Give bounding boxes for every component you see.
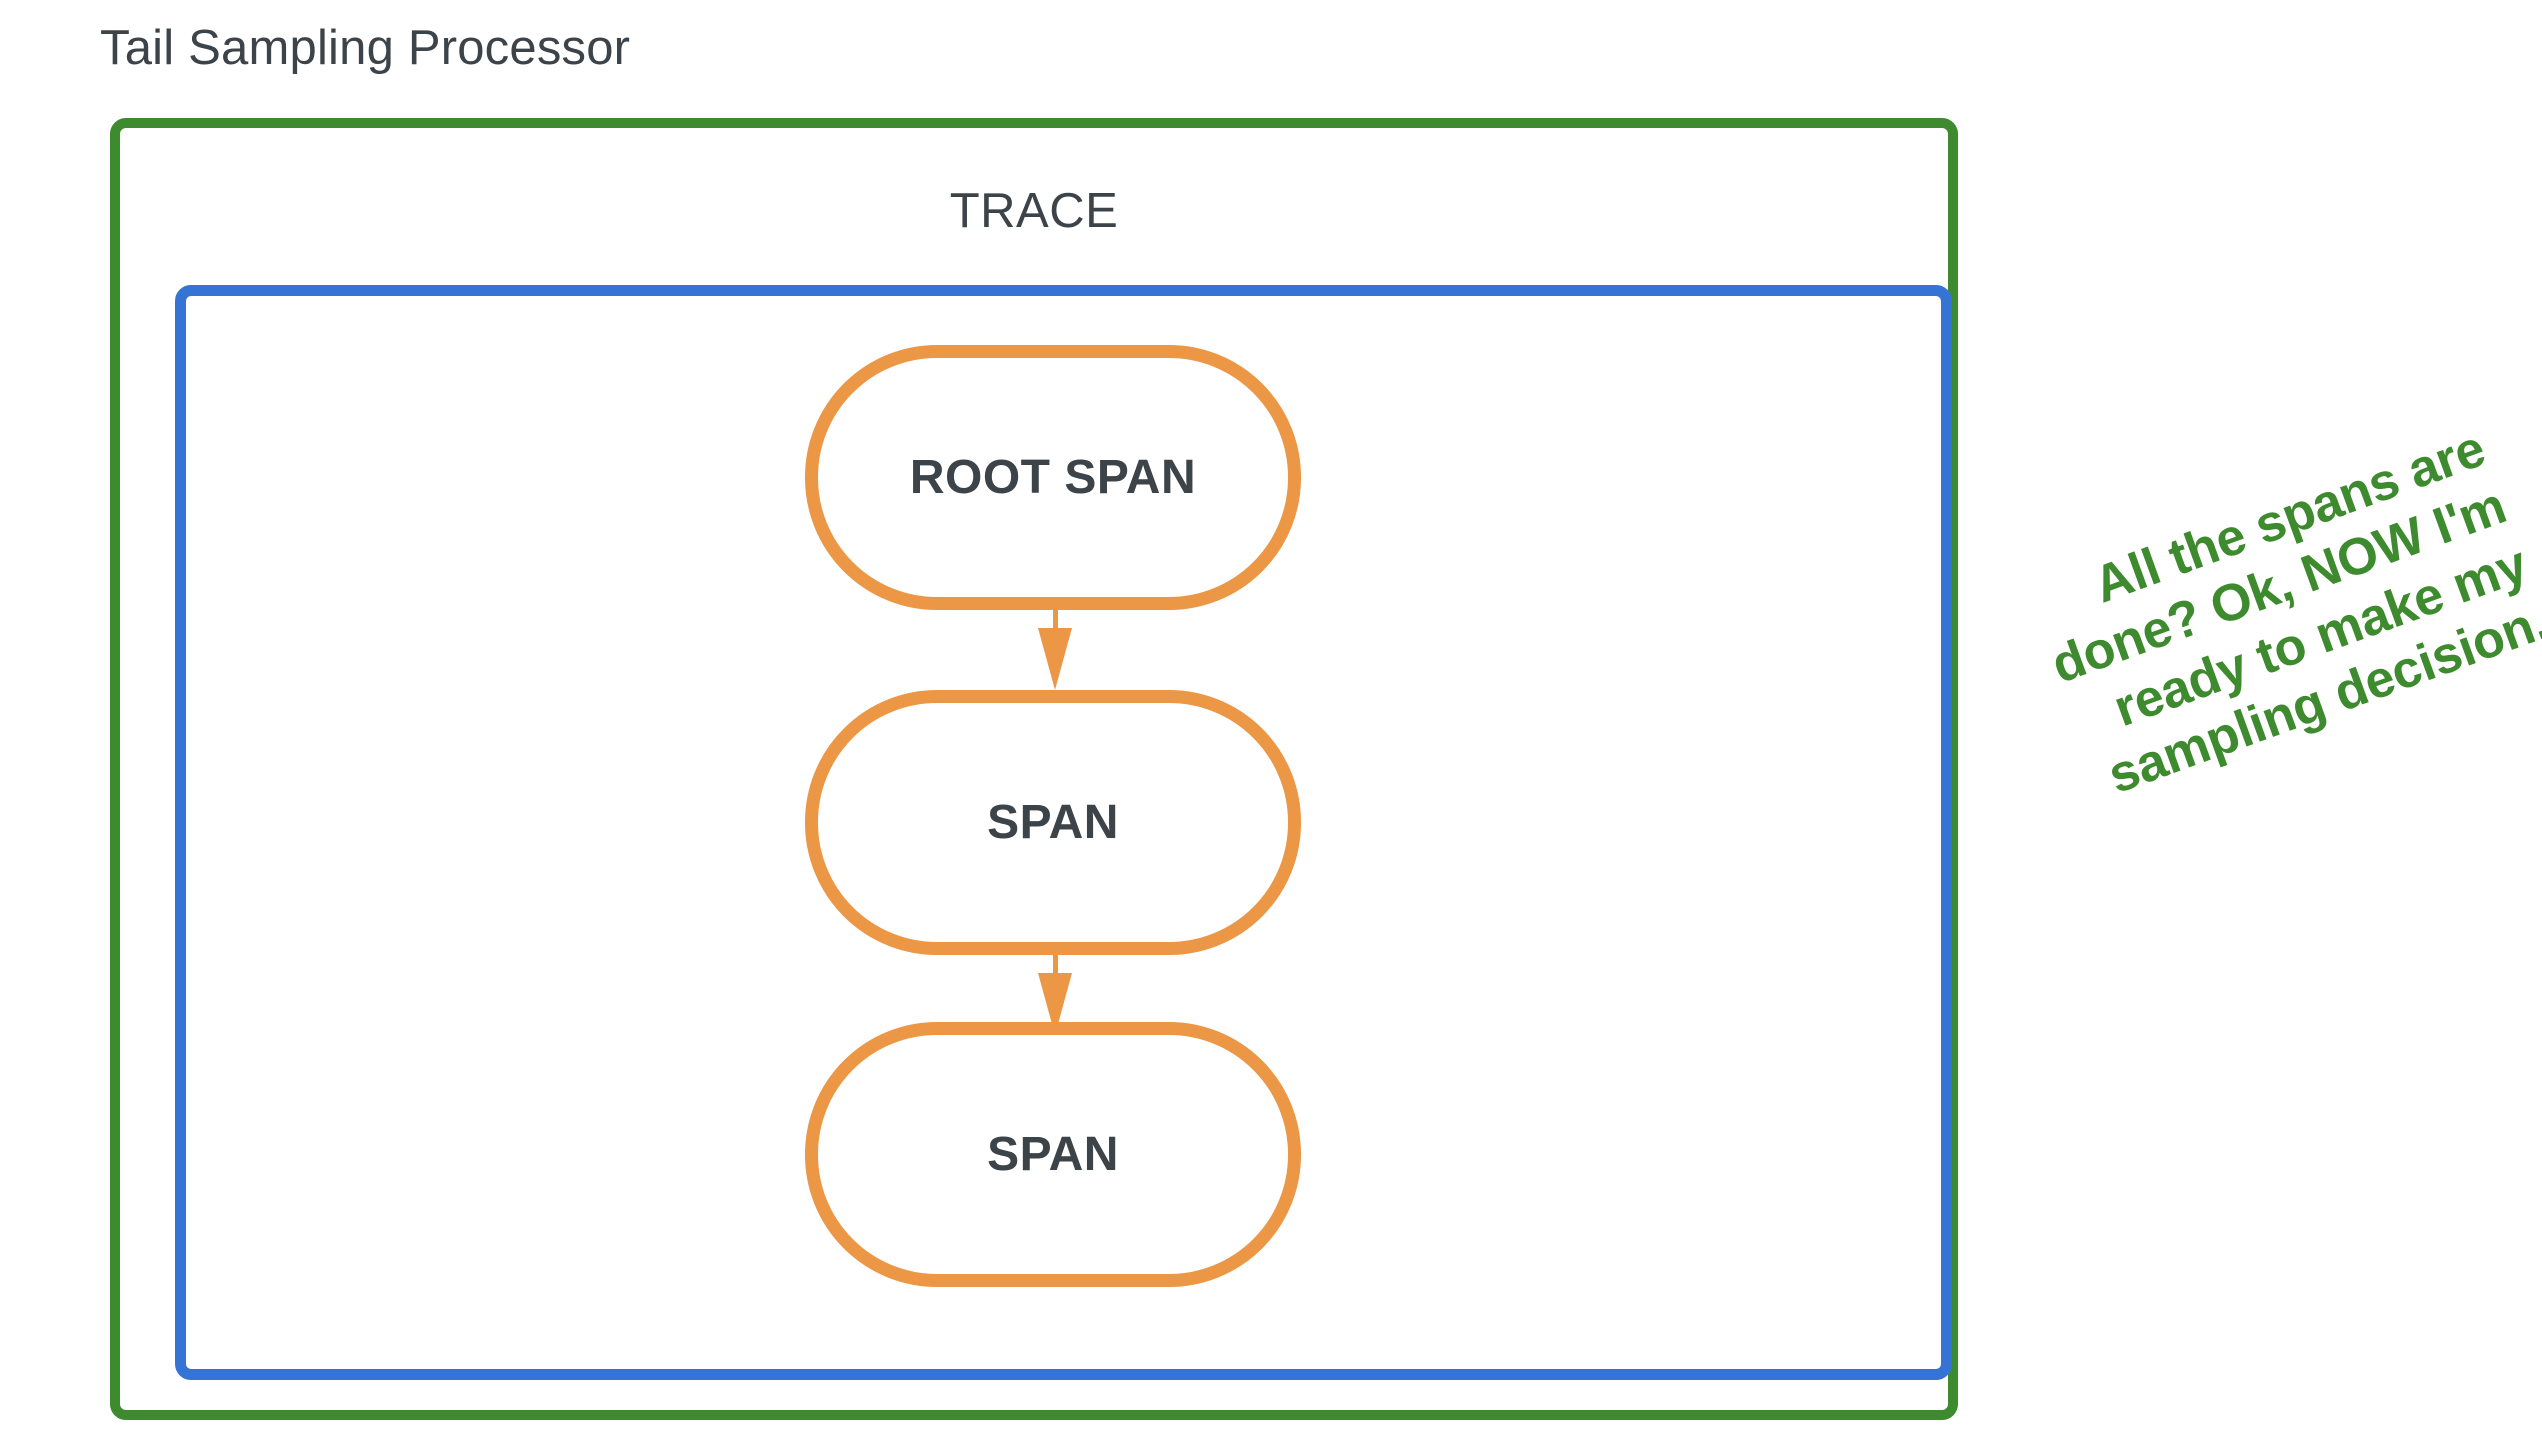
arrow-root-to-span-two — [1035, 610, 1075, 690]
trace-label: TRACE — [949, 184, 1119, 238]
arrow-stem — [1053, 955, 1058, 977]
span-node-two-label: SPAN — [987, 796, 1119, 849]
span-node-root[interactable]: ROOT SPAN — [805, 345, 1301, 610]
trace-container — [175, 285, 1952, 1380]
sampling-decision-annotation: All the spans are done? Ok, NOW I'm read… — [2044, 419, 2542, 806]
page-title: Tail Sampling Processor — [100, 21, 631, 75]
arrow-head-icon — [1038, 628, 1072, 690]
span-node-three[interactable]: SPAN — [805, 1022, 1301, 1287]
tail-sampling-processor-container: TRACE — [110, 118, 1958, 1420]
span-node-two[interactable]: SPAN — [805, 690, 1301, 955]
span-node-three-label: SPAN — [987, 1128, 1119, 1181]
arrow-stem — [1053, 610, 1058, 632]
span-node-root-label: ROOT SPAN — [909, 451, 1197, 504]
